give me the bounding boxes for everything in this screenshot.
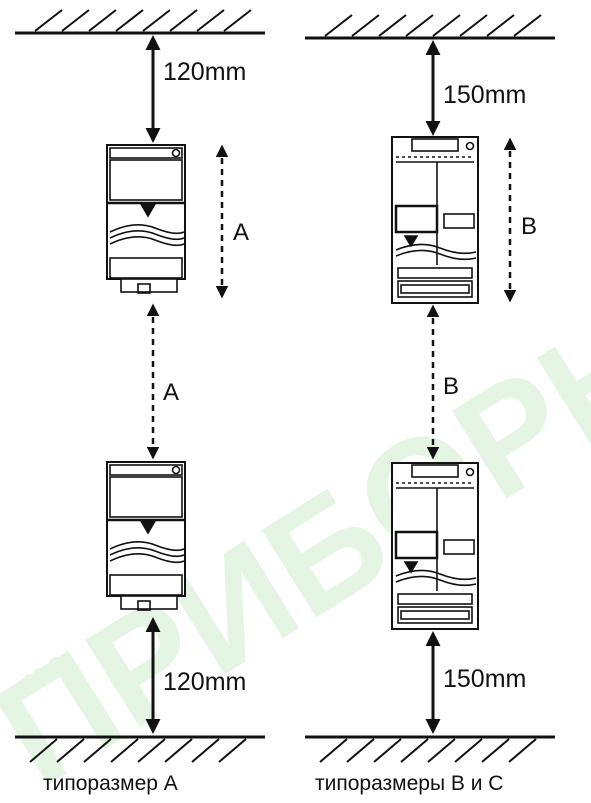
left-gap-label: A bbox=[163, 379, 179, 406]
right-bottom-surface bbox=[305, 735, 555, 763]
left-top-clearance-label: 120mm bbox=[163, 58, 246, 86]
right-caption: типоразмеры B и C bbox=[315, 772, 503, 795]
left-column: 120mm A A bbox=[15, 9, 265, 795]
left-bottom-clearance-label: 120mm bbox=[163, 668, 246, 696]
left-top-surface bbox=[15, 9, 265, 35]
right-gap-label: B bbox=[443, 373, 459, 400]
left-unit-height-label: A bbox=[233, 219, 249, 246]
left-upper-drive-unit bbox=[106, 144, 186, 294]
left-lower-drive-unit bbox=[106, 461, 186, 611]
right-unit-height-label: B bbox=[521, 213, 537, 240]
watermark-text: ПРИБОРЫ bbox=[0, 258, 591, 803]
watermark: ПРИБОРЫ м а bbox=[0, 258, 591, 803]
right-column: 150mm B B bbox=[305, 14, 555, 795]
right-top-surface bbox=[305, 14, 555, 40]
right-lower-drive-unit bbox=[391, 462, 479, 630]
left-bottom-surface bbox=[15, 735, 265, 763]
left-caption: типоразмер A bbox=[43, 772, 178, 795]
right-top-clearance-label: 150mm bbox=[443, 81, 526, 109]
right-bottom-clearance-label: 150mm bbox=[443, 665, 526, 693]
right-upper-drive-unit bbox=[391, 136, 479, 304]
